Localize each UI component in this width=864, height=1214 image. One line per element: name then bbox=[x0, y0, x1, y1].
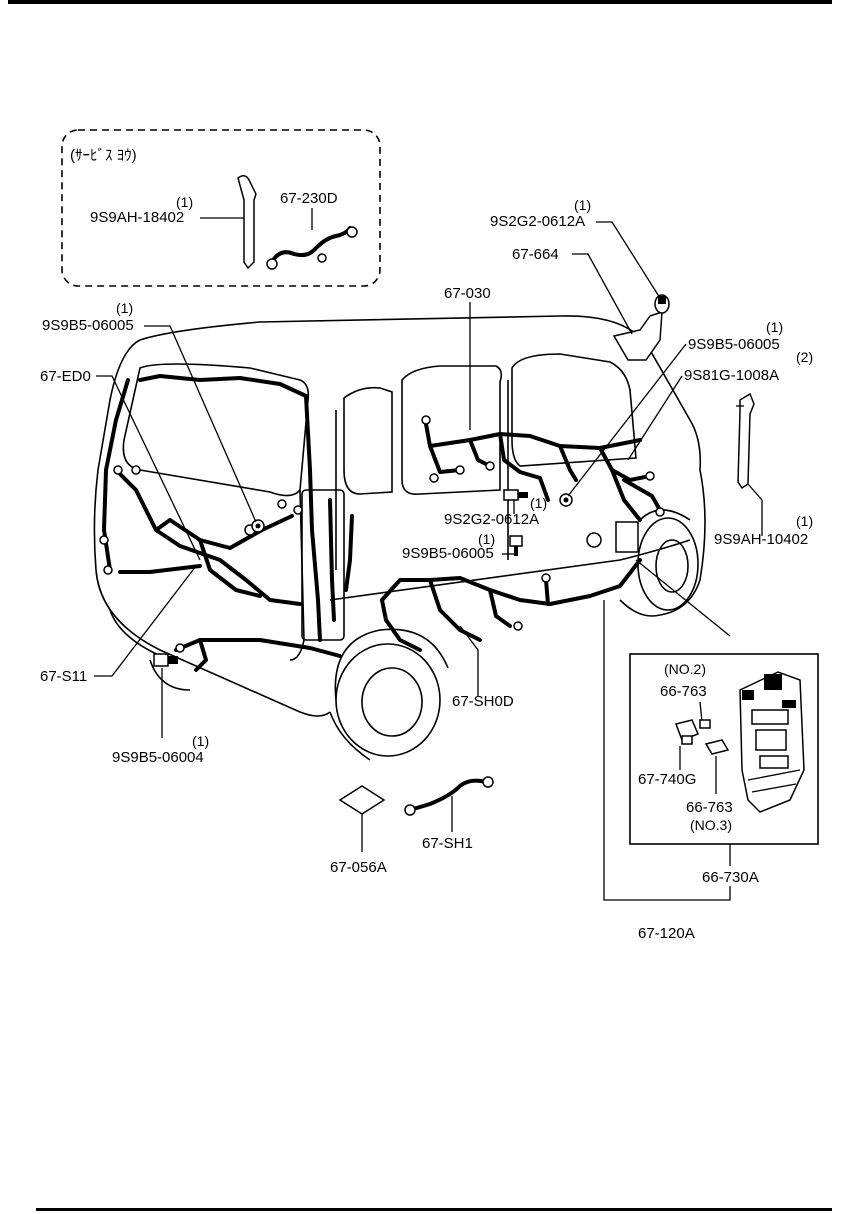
label-67-030: 67-030 bbox=[444, 285, 491, 302]
label-67-056a: 67-056A bbox=[330, 859, 387, 876]
bolt-9s9b5-left-icon bbox=[251, 519, 265, 533]
label-9s9b5-bottom: 9S9B5-06004 bbox=[112, 749, 204, 766]
detail-box: (NO.2) 66-763 67-740G 66-763 (NO.3) bbox=[629, 653, 819, 845]
label-9s9ah-right: 9S9AH-10402 bbox=[714, 531, 808, 548]
floor-harness-67-sh0d bbox=[380, 558, 642, 652]
ground-strap-67-sh1-icon bbox=[404, 776, 494, 816]
service-box-title: (ｻｰﾋﾞｽ ﾖｳ) bbox=[70, 147, 137, 164]
label-9s2g2-mid: 9S2G2-0612A bbox=[444, 511, 539, 528]
service-box-part-a-qty: (1) bbox=[176, 194, 193, 210]
service-box-part-b-label: 67-230D bbox=[280, 190, 338, 207]
tie-strap-icon bbox=[237, 175, 257, 270]
label-9s2g2-top: 9S2G2-0612A bbox=[490, 213, 585, 230]
detail-66-763-a-label: 66-763 bbox=[660, 683, 707, 700]
label-67-sh1: 67-SH1 bbox=[422, 835, 473, 852]
junction-box-icon bbox=[739, 671, 805, 813]
bolt-9s9b5-bottom-icon bbox=[153, 653, 178, 667]
nut-9s9b5-right-icon bbox=[559, 493, 573, 507]
label-9s81g-qty: (2) bbox=[796, 349, 813, 365]
leader-lines bbox=[94, 221, 763, 901]
antenna-bracket-icon bbox=[612, 294, 670, 361]
main-harness-67-030 bbox=[421, 415, 665, 522]
label-9s9b5-right: 9S9B5-06005 bbox=[688, 336, 780, 353]
label-9s9ah-right-qty: (1) bbox=[796, 513, 813, 529]
pad-67-056a-icon bbox=[338, 785, 386, 815]
relay-no3-icon bbox=[704, 739, 730, 755]
junction-box-mount-icon bbox=[586, 521, 731, 637]
label-67-120a: 67-120A bbox=[638, 925, 695, 942]
label-67-sh0d: 67-SH0D bbox=[452, 693, 514, 710]
relay-67-740g-icon bbox=[675, 719, 699, 741]
tie-9s9ah-10402-icon bbox=[736, 392, 755, 490]
rear-wheel-icon bbox=[334, 628, 449, 757]
label-9s2g2-top-qty: (1) bbox=[574, 197, 591, 213]
bolt-9s9b5-mid-icon bbox=[509, 535, 523, 556]
label-9s9b5-left: 9S9B5-06005 bbox=[42, 317, 134, 334]
service-box-part-a-label: 9S9AH-18402 bbox=[90, 209, 184, 226]
label-9s9b5-right-qty: (1) bbox=[766, 319, 783, 335]
detail-66-763-b-label: 66-763 bbox=[686, 799, 733, 816]
label-67-664: 67-664 bbox=[512, 246, 559, 263]
part-labels: (1) 9S2G2-0612A 67-664 67-030 (1) 9S9B5-… bbox=[40, 197, 813, 942]
bottom-border bbox=[36, 1208, 832, 1211]
label-67-s11: 67-S11 bbox=[40, 668, 87, 685]
label-9s2g2-mid-qty: (1) bbox=[530, 495, 547, 511]
label-67-ed0: 67-ED0 bbox=[40, 368, 91, 385]
detail-no3-label: (NO.3) bbox=[690, 817, 732, 833]
label-9s9b5-bottom-qty: (1) bbox=[192, 733, 209, 749]
service-box: (ｻｰﾋﾞｽ ﾖｳ) (1) 9S9AH-18402 67-230D bbox=[61, 129, 381, 287]
rear-harness-67-ed0 bbox=[99, 374, 354, 642]
relay-small-icon bbox=[699, 719, 711, 729]
detail-67-740g-label: 67-740G bbox=[638, 771, 696, 788]
label-9s9b5-left-qty: (1) bbox=[116, 300, 133, 316]
label-9s9b5-mid-qty: (1) bbox=[478, 531, 495, 547]
label-66-730a: 66-730A bbox=[702, 869, 759, 886]
floor-harness-67-s11 bbox=[118, 564, 342, 672]
bolt-9s2g2-mid-icon bbox=[503, 489, 528, 501]
label-9s81g: 9S81G-1008A bbox=[684, 367, 779, 384]
small-harness-icon bbox=[270, 226, 352, 264]
label-9s9b5-mid: 9S9B5-06005 bbox=[402, 545, 494, 562]
front-wheel-icon bbox=[637, 509, 699, 611]
detail-no2-label: (NO.2) bbox=[664, 661, 706, 677]
van-body bbox=[93, 315, 706, 761]
top-border bbox=[8, 0, 832, 4]
